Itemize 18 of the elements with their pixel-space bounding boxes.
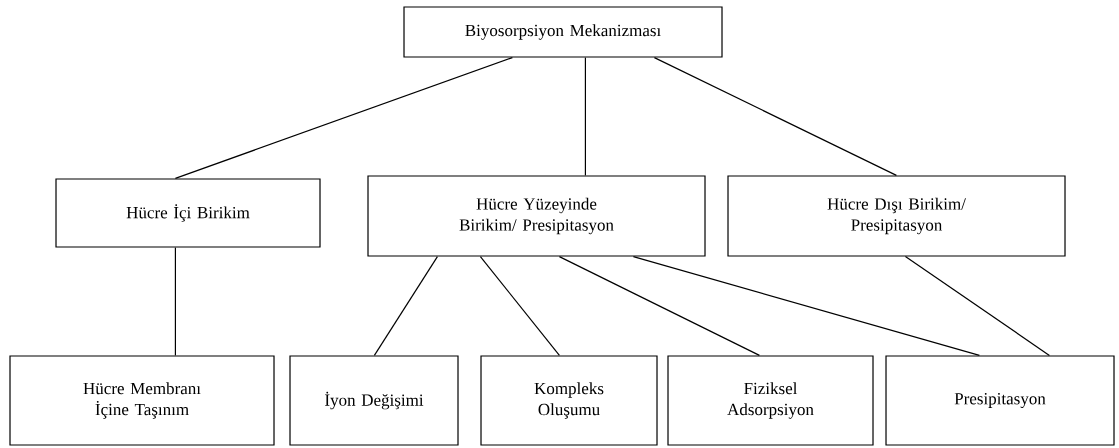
connector-line — [174, 247, 176, 356]
connector-line — [904, 256, 1050, 356]
connector-line — [632, 256, 980, 356]
connector-line — [174, 57, 513, 179]
process-box: Hücre Membranı İçine Taşınım — [9, 355, 275, 446]
connector-line — [584, 57, 586, 176]
connector-line — [479, 256, 560, 356]
process-box: Fiziksel Adsorpsiyon — [667, 355, 874, 446]
connector-line — [653, 57, 897, 176]
process-box: İyon Değişimi — [289, 355, 459, 446]
process-box: Hücre Dışı Birikim/ Presipitasyon — [727, 175, 1066, 257]
process-box: Hücre İçi Birikim — [55, 178, 321, 248]
process-box: Presipitasyon — [885, 355, 1115, 446]
connector-line — [558, 256, 760, 356]
process-box: Kompleks Oluşumu — [480, 355, 658, 446]
connector-line — [373, 256, 438, 356]
process-box: Hücre Yüzeyinde Birikim/ Presipitasyon — [367, 175, 706, 257]
process-box: Biyosorpsiyon Mekanizması — [403, 6, 723, 58]
